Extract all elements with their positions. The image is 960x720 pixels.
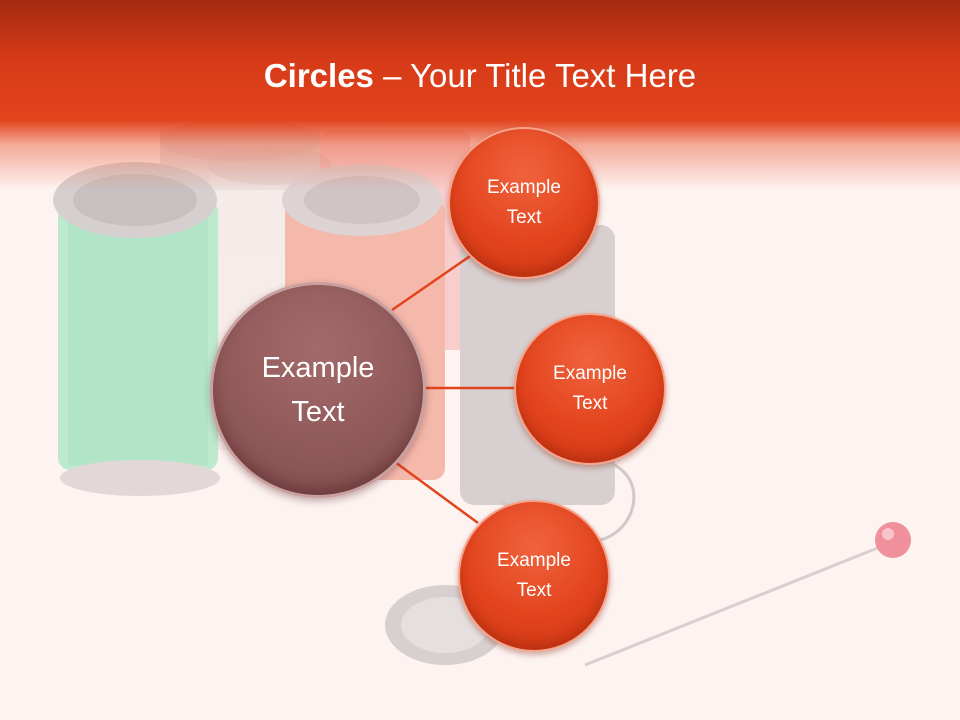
connector-bottom — [394, 460, 479, 525]
connector-top — [391, 250, 477, 312]
circle-middle[interactable]: Example Text — [514, 313, 666, 465]
circle-middle-line2: Text — [572, 393, 608, 414]
circle-bottom-line2: Text — [516, 580, 552, 601]
title-bold: Circles — [263, 57, 374, 94]
circle-middle-text: Example Text — [553, 359, 627, 419]
pin — [584, 522, 911, 667]
circle-top-line2: Text — [506, 207, 542, 228]
center-circle-line2: Text — [291, 396, 345, 428]
center-circle-line1: Example — [261, 352, 375, 384]
circle-bottom-text: Example Text — [497, 546, 571, 606]
title-rest: – Your Title Text Here — [373, 57, 697, 94]
center-circle-text: Example Text — [262, 346, 375, 434]
circle-top[interactable]: Example Text — [448, 127, 600, 279]
circle-middle-line1: Example — [553, 363, 627, 384]
circle-top-text: Example Text — [487, 173, 561, 233]
slide-title: Circles – Your Title Text Here — [0, 56, 960, 96]
circle-bottom[interactable]: Example Text — [458, 500, 610, 652]
circle-top-line1: Example — [487, 177, 561, 198]
circle-bottom-line1: Example — [497, 550, 571, 571]
spool-green — [53, 162, 220, 496]
center-circle[interactable]: Example Text — [210, 282, 426, 498]
